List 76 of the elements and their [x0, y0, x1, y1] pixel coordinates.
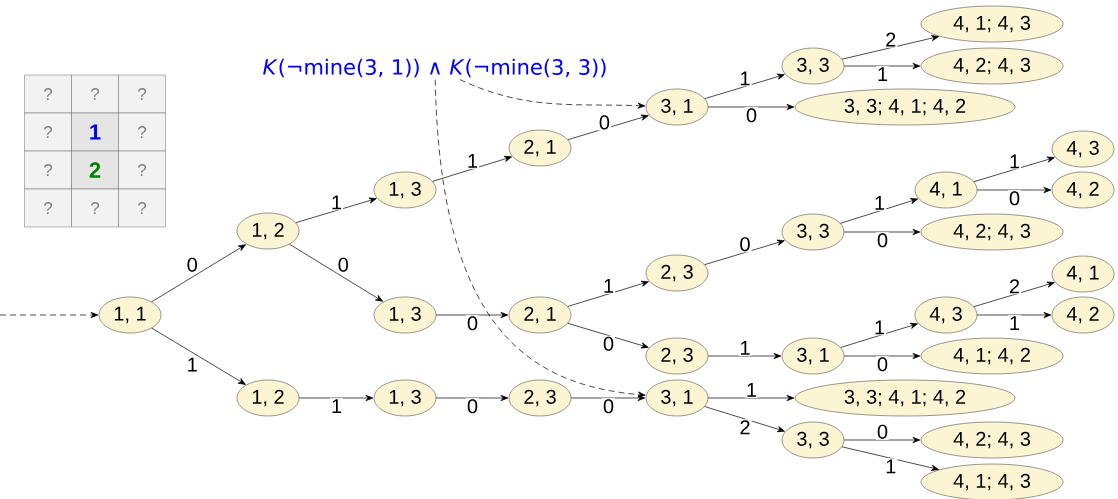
edge-label: 1 [872, 195, 887, 211]
arrow [704, 73, 785, 99]
arrow [434, 79, 646, 398]
edge-label: 1 [1007, 315, 1022, 331]
arrow [976, 311, 1052, 319]
edge-label: 0 [744, 107, 759, 124]
arrow [840, 322, 918, 348]
edge-label: 1 [875, 66, 890, 82]
arrow [570, 394, 646, 402]
arrow [298, 394, 374, 402]
grid-cell: ? [118, 74, 166, 114]
edge-label: 2 [884, 31, 898, 48]
edge-label: 1 [738, 70, 752, 87]
arrow [459, 79, 646, 109]
arrow [843, 436, 921, 444]
arrow [704, 239, 785, 265]
arrow [289, 243, 384, 302]
arrow [843, 228, 921, 236]
edge-label: 1 [744, 382, 759, 398]
edge-label: 0 [597, 114, 611, 131]
edge-label: 0 [601, 335, 616, 352]
arrow [841, 446, 939, 471]
edge-label: 2 [738, 419, 752, 436]
arrow [151, 244, 246, 303]
edge-label: 1 [601, 278, 616, 294]
edge-label: 0 [465, 315, 480, 332]
arrow [976, 186, 1052, 194]
grid-cell: ? [71, 74, 119, 114]
arrow [567, 280, 649, 307]
edge-label: 0 [601, 398, 616, 415]
edge-label: 0 [1007, 190, 1022, 207]
edge-label: 0 [875, 423, 890, 440]
edge-label: 0 [875, 356, 890, 373]
arrow [707, 352, 782, 360]
arrow [707, 103, 795, 111]
edge-label: 1 [872, 319, 887, 336]
edge-label: 0 [185, 256, 199, 273]
arrow [840, 198, 918, 224]
grid-cell: ? [24, 150, 72, 190]
arrow [707, 394, 795, 402]
edge-label: 1 [329, 398, 344, 414]
grid-cell: ? [24, 112, 72, 152]
edge-label: 1 [738, 340, 752, 356]
arrow [151, 327, 246, 385]
grid-cell: ? [118, 188, 166, 228]
grid-cell: 1 [71, 112, 119, 152]
arrow [704, 406, 785, 433]
edge-label: 0 [738, 236, 752, 253]
arrow [567, 114, 649, 141]
arrow [435, 394, 509, 402]
grid-cell: ? [118, 112, 166, 152]
edge-label: 0 [875, 232, 890, 249]
edge-label: 1 [465, 153, 480, 169]
edge-label: 1 [329, 194, 344, 211]
grid-cell: 2 [71, 150, 119, 190]
edge-label: 1 [185, 356, 199, 373]
grid-cell: ? [118, 150, 166, 190]
arrow [843, 352, 921, 360]
edge-label: 2 [1007, 278, 1022, 295]
arrow [973, 156, 1055, 183]
edge-label: 0 [465, 398, 480, 415]
edge-label: 0 [336, 256, 350, 273]
grid-cell: ? [71, 188, 119, 228]
grid-cell: ? [24, 74, 72, 114]
arrow [567, 322, 649, 349]
arrow [843, 62, 921, 70]
arrow [973, 281, 1055, 308]
formula-label: K(¬mine(3, 1)) ∧ K(¬mine(3, 3)) [263, 58, 606, 78]
grid-cell: ? [24, 188, 72, 228]
arrow [0, 311, 99, 319]
edge-label: 1 [884, 458, 898, 475]
edge-label: 1 [1007, 153, 1022, 170]
arrow [435, 311, 509, 319]
arrow [295, 197, 377, 224]
arrow [841, 35, 939, 60]
arrow [432, 156, 512, 182]
